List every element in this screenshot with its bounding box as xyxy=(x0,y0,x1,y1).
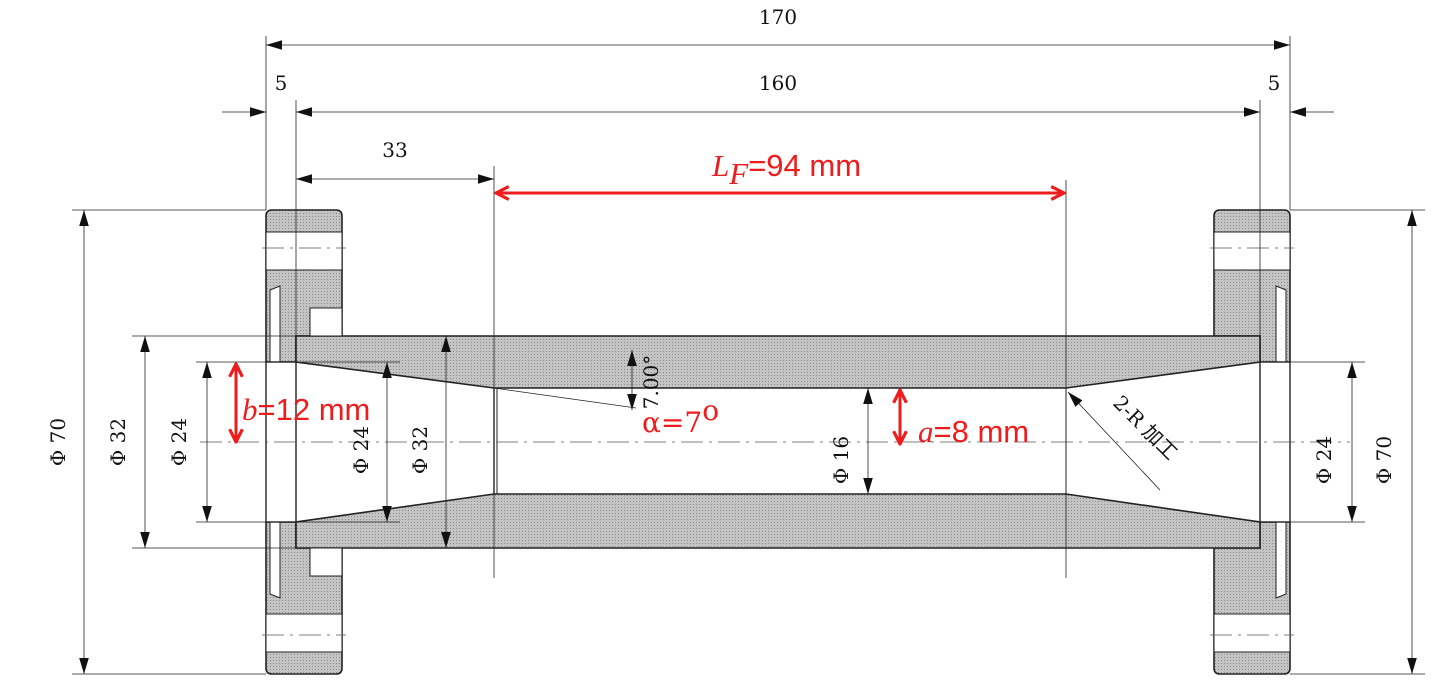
alpha-label: α=7o xyxy=(642,394,719,439)
tube-upper-wall xyxy=(295,335,1261,389)
dim-phi32-inner: Φ 32 xyxy=(408,426,432,474)
dim-angle: 7.00° xyxy=(639,355,663,410)
dim-phi24-left: Φ 24 xyxy=(167,418,191,466)
dim-5-left: 5 xyxy=(275,71,288,95)
dim-5-right: 5 xyxy=(1268,71,1281,95)
dim-33: 33 xyxy=(382,138,407,162)
tube-lower-wall xyxy=(295,493,1261,549)
a-label: a=8 mm xyxy=(918,414,1029,449)
dim-phi24-cone: Φ 24 xyxy=(349,426,373,474)
dim-phi16-throat: Φ 16 xyxy=(829,436,853,484)
dim-phi70-left: Φ 70 xyxy=(46,418,70,466)
dim-phi32-left: Φ 32 xyxy=(106,418,130,466)
dim-phi24-right: Φ 24 xyxy=(1312,436,1336,484)
dimension-labels: 170 160 5 5 33 Φ 70 Φ 32 Φ 24 Φ 24 Φ 32 … xyxy=(46,5,1396,484)
dimension-lines xyxy=(79,40,1417,674)
dim-phi70-right: Φ 70 xyxy=(1372,436,1396,484)
red-annotations: LF=94 mm b=12 mm a=8 mm α=7o xyxy=(242,148,1029,449)
lf-label: LF=94 mm xyxy=(711,148,861,191)
red-arrows xyxy=(236,193,1064,444)
dim-160: 160 xyxy=(759,71,797,95)
b-label: b=12 mm xyxy=(242,392,370,427)
dim-170: 170 xyxy=(759,5,797,29)
fillet-note: 2-R 加工 xyxy=(1108,391,1182,465)
